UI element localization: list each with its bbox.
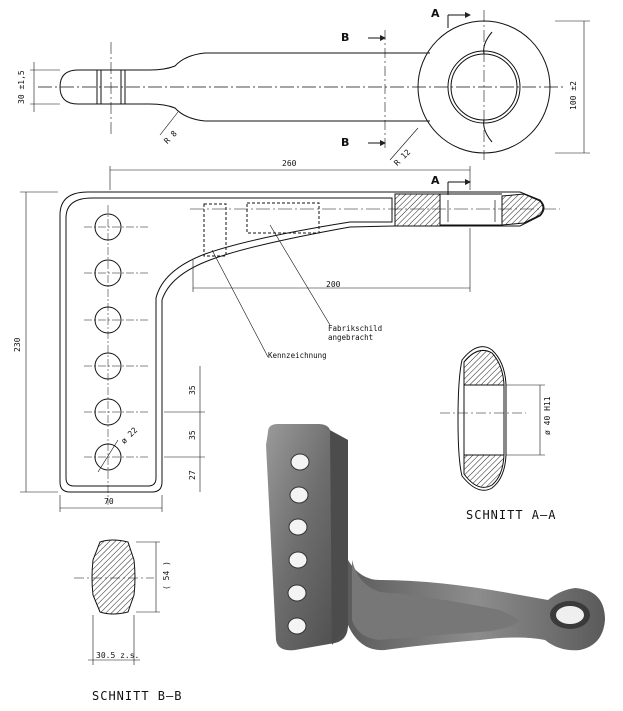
section-b-b <box>74 539 160 665</box>
section-mark-a-top: A <box>431 7 440 20</box>
nameplate-note-line1: Fabrikschild <box>328 324 383 333</box>
dim-pitch-35-b: 35 <box>188 430 197 440</box>
dim-section-b-width: 30.5 z.s. <box>96 651 140 660</box>
section-arrows <box>368 12 471 195</box>
dim-length-260: 260 <box>282 159 297 168</box>
dim-eye-height: 100 ±2 <box>569 81 578 110</box>
section-a-a <box>440 346 545 491</box>
marking-note: Kennzeichnung <box>268 351 327 360</box>
dim-pitch-35-a: 35 <box>188 385 197 395</box>
section-mark-b-top: B <box>341 31 350 44</box>
dim-shank-height: 30 ±1,5 <box>17 70 26 104</box>
top-view <box>30 10 590 161</box>
section-b-b-title: SCHNITT B–B <box>92 689 183 703</box>
dim-width-70: 70 <box>104 497 114 506</box>
nameplate-note-line2: angebracht <box>328 333 374 342</box>
dim-edge-27: 27 <box>188 470 197 480</box>
dim-length-200: 200 <box>326 280 341 289</box>
dim-height-230: 230 <box>13 337 22 352</box>
section-mark-b-bottom: B <box>341 136 350 149</box>
dim-section-b-height: ( 54 ) <box>162 561 171 590</box>
dim-bore-diameter: ø 40 H11 <box>543 396 552 435</box>
section-mark-a-mid: A <box>431 174 440 187</box>
forged-drawbar-icon <box>266 424 605 651</box>
section-a-a-title: SCHNITT A–A <box>466 508 557 522</box>
side-view <box>20 166 560 512</box>
